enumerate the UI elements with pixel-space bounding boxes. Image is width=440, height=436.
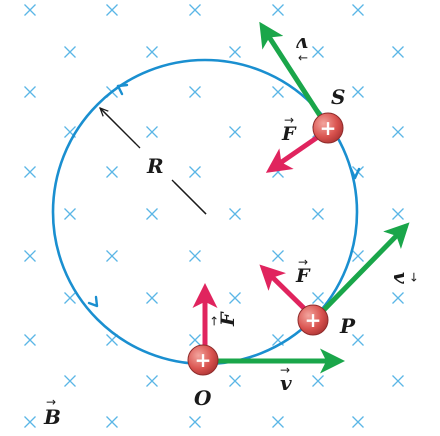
field-x-mark: [272, 250, 284, 262]
orbit-direction-chevron: [116, 83, 129, 96]
point-label-O: O: [194, 386, 212, 410]
field-x-mark: [392, 292, 404, 304]
charge-S: +: [312, 112, 344, 144]
velocity-label-O: v →: [280, 363, 292, 395]
field-x-mark: [352, 4, 364, 16]
field-x-mark: [312, 46, 324, 58]
field-x-mark: [24, 4, 36, 16]
charge-sign-S: +: [320, 116, 337, 140]
magnetic-field-marks: [24, 4, 404, 428]
velocity-label-P: v →: [389, 272, 421, 284]
orbit-direction-chevron: [349, 167, 361, 180]
velocity-label-text-O: v: [280, 371, 292, 395]
field-x-mark: [312, 208, 324, 220]
field-x-mark: [189, 4, 201, 16]
charge-sign-O: +: [195, 348, 212, 372]
field-x-mark: [352, 86, 364, 98]
field-x-mark: [189, 334, 201, 346]
radius-arrow-tail-segment: [171, 179, 207, 215]
field-x-mark: [392, 46, 404, 58]
field-x-mark: [64, 292, 76, 304]
field-x-mark: [229, 375, 241, 387]
field-x-mark: [146, 292, 158, 304]
charge-P: +: [297, 304, 329, 336]
field-x-mark: [189, 86, 201, 98]
field-x-mark: [106, 166, 118, 178]
field-x-mark: [146, 126, 158, 138]
orbit-direction-chevron: [87, 295, 99, 308]
field-x-mark: [64, 208, 76, 220]
field-x-mark: [272, 4, 284, 16]
point-label-P: P: [339, 314, 356, 338]
field-x-mark: [24, 416, 36, 428]
field-x-mark: [352, 416, 364, 428]
field-x-mark: [392, 126, 404, 138]
field-x-mark: [312, 375, 324, 387]
radius-arrow-head-segment: [100, 108, 141, 149]
field-x-mark: [24, 250, 36, 262]
field-x-mark: [24, 334, 36, 346]
velocity-label-S: v →: [296, 33, 308, 65]
field-x-mark: [229, 46, 241, 58]
velocity-label-text-S: v: [296, 33, 308, 57]
field-x-mark: [106, 4, 118, 16]
velocity-arrow-O: →: [280, 363, 290, 377]
force-arrow-O: →: [207, 316, 221, 326]
force-label-P: F →: [295, 255, 311, 287]
force-label-S: F →: [281, 113, 297, 145]
field-x-mark: [24, 86, 36, 98]
field-x-mark: [229, 126, 241, 138]
radius-label: R: [146, 154, 164, 178]
field-x-mark: [312, 292, 324, 304]
velocity-arrow-S: →: [298, 51, 308, 65]
field-x-mark: [146, 46, 158, 58]
force-label-text-P: F: [295, 265, 311, 287]
velocity-vector-P: [312, 222, 410, 322]
velocity-label-text-P: v: [389, 272, 413, 284]
field-x-mark: [352, 334, 364, 346]
field-label-text: B: [43, 405, 61, 429]
field-x-mark: [352, 250, 364, 262]
field-x-mark: [64, 46, 76, 58]
force-label-text-O: F: [217, 311, 239, 327]
point-label-S: S: [331, 85, 345, 109]
force-label-text-S: F: [281, 123, 297, 145]
velocity-vector-S: [259, 21, 331, 130]
velocity-arrow-P: →: [407, 272, 421, 282]
field-x-mark: [272, 416, 284, 428]
field-x-mark: [24, 166, 36, 178]
field-x-mark: [146, 375, 158, 387]
field-x-mark: [189, 166, 201, 178]
field-x-mark: [106, 416, 118, 428]
field-label-arrow: →: [46, 395, 56, 409]
field-x-mark: [146, 208, 158, 220]
field-x-mark: [189, 250, 201, 262]
field-x-mark: [392, 375, 404, 387]
field-x-mark: [106, 250, 118, 262]
field-x-mark: [229, 208, 241, 220]
field-x-mark: [189, 416, 201, 428]
field-label: B →: [43, 395, 61, 429]
force-arrow-P: →: [298, 255, 308, 269]
force-arrow-S: →: [284, 113, 294, 127]
field-x-mark: [229, 292, 241, 304]
field-x-mark: [64, 375, 76, 387]
field-x-mark: [272, 86, 284, 98]
field-x-mark: [392, 208, 404, 220]
radius-gap: [135, 143, 175, 183]
charge-sign-P: +: [305, 308, 322, 332]
force-label-O: F →: [207, 311, 239, 327]
charge-O: +: [187, 344, 219, 376]
